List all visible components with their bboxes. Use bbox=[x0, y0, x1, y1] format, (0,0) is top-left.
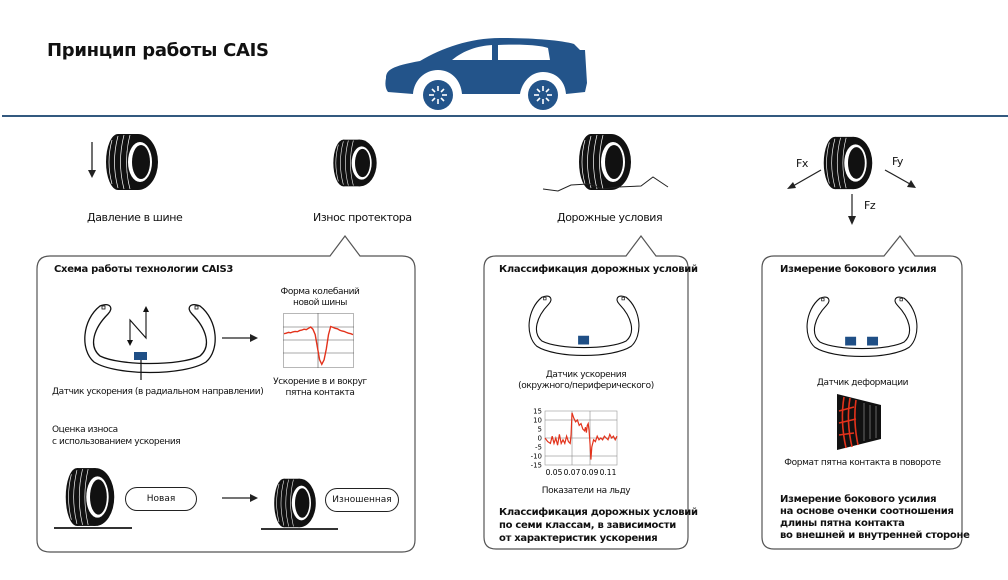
tire-force-icon bbox=[820, 133, 876, 193]
sensor-radial-label: Датчик ускорения (в радиальном направлен… bbox=[52, 387, 264, 397]
ice-ytick-label: 5 bbox=[538, 426, 542, 434]
force-foot-line3: длины пятна контакта bbox=[780, 518, 905, 529]
strain-sensor-label: Датчик деформации bbox=[816, 378, 909, 388]
waveform-title-line1: Форма колебаний bbox=[280, 287, 360, 297]
force-foot-line2: на основе оченки соотношения bbox=[780, 506, 954, 517]
waveform-title: Форма колебаний новой шины bbox=[276, 287, 364, 309]
page-title: Принцип работы CAIS bbox=[47, 40, 269, 61]
wear-estimate-line2: с использованием ускорения bbox=[52, 437, 181, 447]
ground-line-new bbox=[54, 527, 132, 529]
tire-worn-icon bbox=[271, 477, 319, 529]
fz-arrow-icon bbox=[848, 194, 856, 225]
waveform-title-line2: новой шины bbox=[293, 298, 347, 308]
ice-ytick-label: -15 bbox=[531, 462, 542, 470]
fx-arrow-icon bbox=[787, 169, 822, 189]
ice-xtick-label: 0.09 bbox=[582, 468, 599, 477]
road-foot-line2: по семи классам, в зависимости bbox=[499, 520, 676, 531]
tire-cross-section-icon-2 bbox=[528, 295, 640, 356]
panel-road-frame bbox=[483, 235, 689, 550]
panel-road-title: Классификация дорожных условий bbox=[499, 264, 698, 275]
ice-series-line bbox=[544, 412, 618, 460]
tire-pressure-icon bbox=[102, 132, 162, 192]
waveform-caption: Ускорение в и вокруг пятна контакта bbox=[268, 377, 372, 399]
fy-arrow-icon bbox=[884, 169, 916, 188]
right-arrow-icon-2 bbox=[222, 494, 258, 502]
ice-xtick-label: 0.07 bbox=[564, 468, 581, 477]
category-wear-label: Износ протектора bbox=[313, 211, 412, 224]
tire-new-badge: Новая bbox=[125, 487, 197, 511]
sensor-circ-line2: (окружного/периферического) bbox=[518, 381, 654, 391]
force-foot-line1: Измерение бокового усилия bbox=[780, 494, 937, 505]
force-fy-label: Fy bbox=[892, 155, 904, 168]
force-fx-label: Fx bbox=[796, 157, 809, 170]
road-surface-icon bbox=[542, 176, 669, 192]
ice-xtick-label: 0.05 bbox=[546, 468, 563, 477]
ground-line-worn bbox=[261, 528, 338, 530]
category-pressure-label: Давление в шине bbox=[87, 211, 183, 224]
strain-sensor-1 bbox=[845, 336, 857, 346]
down-arrow-icon bbox=[88, 142, 96, 178]
ice-chart-caption: Показатели на льду bbox=[541, 486, 631, 496]
ice-ytick-label: -10 bbox=[531, 453, 542, 461]
tire-worn-badge: Изношенная bbox=[325, 488, 399, 512]
sensor-circumferential-label: Датчик ускорения (окружного/периферическ… bbox=[496, 370, 676, 392]
road-foot-line3: от характеристик ускорения bbox=[499, 533, 658, 544]
vibration-arrows-icon bbox=[127, 306, 149, 346]
right-arrow-icon bbox=[222, 334, 258, 342]
ice-ytick-label: 15 bbox=[533, 408, 542, 416]
wear-estimate-text: Оценка износа с использованием ускорения bbox=[52, 424, 181, 448]
new-tire-waveform-chart bbox=[283, 313, 354, 368]
category-road-label: Дорожные условия bbox=[557, 211, 663, 224]
ice-ytick-label: -5 bbox=[535, 444, 542, 452]
contact-patch-icon bbox=[837, 394, 881, 450]
ground-divider bbox=[2, 115, 1008, 117]
force-foot-text: Измерение бокового усилия на основе очен… bbox=[780, 494, 970, 542]
car-icon bbox=[385, 38, 587, 113]
contact-patch-label: Формат пятна контакта в повороте bbox=[784, 458, 941, 468]
tire-cross-section-icon-3 bbox=[806, 296, 918, 357]
road-foot-line1: Классификация дорожных условий bbox=[499, 507, 698, 518]
panel-force-title: Измерение бокового усилия bbox=[780, 264, 937, 275]
ice-xtick-label: 0.11 bbox=[600, 468, 617, 477]
strain-sensor-2 bbox=[867, 336, 879, 346]
tire-new-icon bbox=[62, 466, 118, 528]
ice-ytick-label: 10 bbox=[533, 417, 542, 425]
road-foot-text: Классификация дорожных условий по семи к… bbox=[499, 506, 698, 545]
waveform-line bbox=[283, 325, 354, 366]
car-wheel-rear-icon bbox=[525, 77, 561, 113]
tire-cross-section-icon bbox=[84, 304, 216, 380]
tire-wear-icon bbox=[330, 137, 380, 189]
ice-ytick-label: 0 bbox=[538, 435, 542, 443]
waveform-caption-line2: пятна контакта bbox=[285, 388, 355, 398]
accel-sensor bbox=[578, 335, 590, 345]
force-foot-line4: во внешней и внутренней стороне bbox=[780, 530, 970, 541]
force-fz-label: Fz bbox=[864, 199, 876, 212]
waveform-caption-line1: Ускорение в и вокруг bbox=[273, 377, 367, 387]
wear-estimate-line1: Оценка износа bbox=[52, 425, 118, 435]
sensor-circ-line1: Датчик ускорения bbox=[545, 370, 627, 380]
panel-wear-title: Схема работы технологии CAIS3 bbox=[54, 264, 234, 275]
car-wheel-front-icon bbox=[420, 77, 456, 113]
